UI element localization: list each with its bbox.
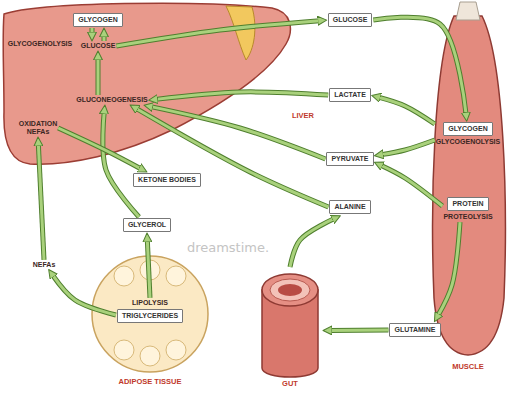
fat-cell [114, 340, 134, 360]
gut-outline [258, 268, 322, 393]
metabolite-label: NEFAs [33, 261, 56, 269]
box-text: GLYCOGEN [443, 122, 492, 136]
metabolite-box: GLYCOGEN [73, 13, 122, 27]
box-text: KETONE BODIES [133, 173, 201, 187]
gut-lumen [278, 284, 302, 296]
arrow-body [381, 140, 434, 155]
metabolite-box: GLUCOSE [328, 13, 373, 27]
process-text: GLUCONEOGENESIS [76, 96, 148, 104]
fat-cell [166, 266, 186, 286]
organ-name: LIVER [292, 112, 314, 121]
box-text: PROTEIN [447, 197, 488, 211]
process-text: LIPOLYSIS [132, 299, 168, 307]
flow-arrow [378, 97, 434, 124]
metabolite-box: GLUTAMINE [389, 323, 440, 337]
fat-cell [114, 266, 134, 286]
tendon-shape [456, 2, 480, 20]
arrow-outline [378, 97, 434, 124]
liver-organ: GLYCOGEN GLUCOSE GLUCONEOGENESIS OXIDATION … [0, 0, 326, 172]
gut-lining [270, 279, 310, 301]
liver-shape [3, 3, 290, 164]
flow-arrow [290, 219, 334, 267]
box-text: ALANINE [329, 200, 370, 214]
process-text: GLUCOSE [81, 42, 116, 50]
store-box: GLYCOGEN GLYCOGENOLYSIS [436, 122, 500, 146]
liver-outline [0, 0, 326, 172]
gallbladder-shape [226, 6, 255, 60]
box-text: TRIGLYCERIDES [117, 309, 183, 323]
gut-wall [262, 274, 318, 306]
flow-arrow [381, 140, 434, 155]
metabolite-box: LACTATE [329, 88, 371, 102]
fat-cell [166, 340, 186, 360]
box-text: LACTATE [329, 88, 371, 102]
box-text: PYRUVATE [326, 152, 373, 166]
arrow-body [330, 328, 388, 331]
organ-name: ADIPOSE TISSUE [119, 378, 182, 387]
muscle-organ: GLYCOGEN GLYCOGENOLYSIS PROTEIN PROTEOLYSIS… [420, 0, 512, 401]
arrow-body [378, 97, 434, 124]
process-label: GLUCONEOGENESIS [76, 96, 148, 104]
process-label: OXIDATION NEFAs [19, 120, 57, 136]
process-text: NEFAs [33, 261, 56, 269]
metabolite-box: PYRUVATE [326, 152, 373, 166]
metabolite-box: ALANINE [329, 200, 370, 214]
process-text: PROTEOLYSIS [443, 213, 492, 221]
fat-cell [140, 260, 160, 280]
metabolite-box: GLYCEROL [123, 218, 171, 232]
process-text: GLYCOGENOLYSIS [436, 138, 500, 146]
store-box: LIPOLYSIS TRIGLYCERIDES [117, 299, 183, 323]
gut-organ: GUT [258, 268, 322, 393]
organ-name: GUT [282, 380, 298, 389]
adipose-tissue: LIPOLYSIS TRIGLYCERIDES ADIPOSE TISSUE [80, 252, 220, 390]
arrow-outline [330, 327, 388, 332]
arrow-outline [381, 140, 434, 155]
process-text: OXIDATION NEFAs [19, 120, 57, 136]
fat-cell [140, 346, 160, 366]
box-text: GLYCOGEN [73, 13, 122, 27]
watermark: dreamstime. [187, 241, 269, 256]
organ-name: MUSCLE [452, 363, 484, 372]
flow-arrow [330, 329, 388, 330]
metabolite-box: KETONE BODIES [133, 173, 201, 187]
arrow-body [290, 219, 334, 267]
arrow-outline [290, 219, 334, 267]
box-text: GLYCEROL [123, 218, 171, 232]
store-box: PROTEIN PROTEOLYSIS [443, 197, 492, 221]
box-text: GLUCOSE [328, 13, 373, 27]
metabolite-label: GLUCOSE [81, 42, 116, 50]
process-label: GLYCOGENOLYSIS [8, 40, 72, 48]
muscle-belly [433, 16, 506, 355]
box-text: GLUTAMINE [389, 323, 440, 337]
adipose-circle [92, 256, 208, 372]
